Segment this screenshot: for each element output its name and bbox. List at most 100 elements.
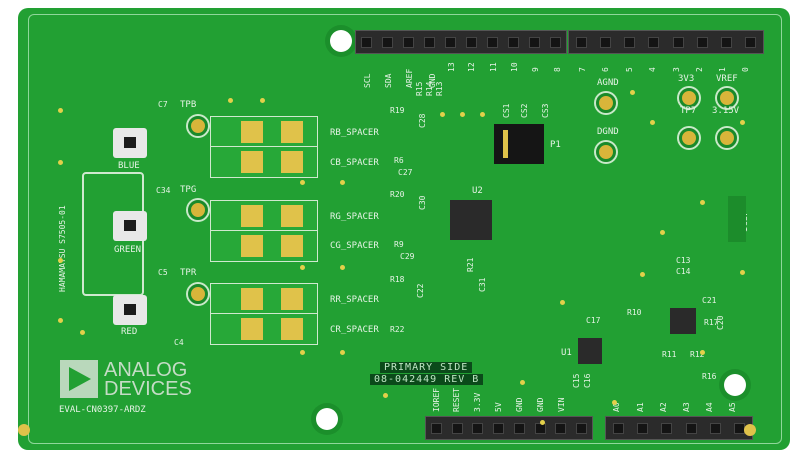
header-pin[interactable] xyxy=(445,36,456,48)
header-pin[interactable] xyxy=(576,422,588,434)
header-label: 10 xyxy=(510,62,519,72)
header-label: 6 xyxy=(601,67,610,72)
header-label: 12 xyxy=(467,62,476,72)
header-label: A1 xyxy=(636,402,645,412)
spacer-pad xyxy=(241,288,263,310)
header-pin[interactable] xyxy=(493,422,505,434)
header-pin[interactable] xyxy=(430,422,442,434)
digital-header-high[interactable] xyxy=(355,30,567,54)
header-label: 4 xyxy=(648,67,657,72)
header-pin[interactable] xyxy=(513,422,525,434)
green-photodiode xyxy=(113,211,147,241)
refdes-label: R11 xyxy=(662,350,677,359)
testpoint-tp7[interactable] xyxy=(679,128,699,148)
spacer-footprint xyxy=(210,230,318,262)
dgnd-label: DGND xyxy=(597,127,619,137)
3v3-label: 3V3 xyxy=(678,74,695,84)
via xyxy=(540,420,545,425)
header-label: 13 xyxy=(447,62,456,72)
refdes-label: C22 xyxy=(416,283,425,298)
header-pin[interactable] xyxy=(424,36,435,48)
header-pin[interactable] xyxy=(487,36,498,48)
refdes-label: R14 xyxy=(425,81,434,96)
testpoint-3-15v[interactable] xyxy=(717,128,737,148)
header-pin[interactable] xyxy=(745,36,757,48)
header-pin[interactable] xyxy=(636,422,648,434)
testpoint-agnd[interactable] xyxy=(596,93,616,113)
u2-adc-chip xyxy=(450,200,492,240)
testpoint-tpb[interactable] xyxy=(188,116,208,136)
header-pin[interactable] xyxy=(672,36,684,48)
header-label: 7 xyxy=(578,67,587,72)
spacer-footprint xyxy=(210,146,318,178)
blue-label: BLUE xyxy=(118,161,140,171)
spacer-pad xyxy=(281,318,303,340)
mounting-hole xyxy=(316,408,338,430)
header-pin[interactable] xyxy=(466,36,477,48)
header-pin[interactable] xyxy=(709,422,721,434)
header-label: 8 xyxy=(553,67,562,72)
header-pin[interactable] xyxy=(472,422,484,434)
via xyxy=(260,98,265,103)
header-pin[interactable] xyxy=(612,422,624,434)
spacer-pad xyxy=(281,151,303,173)
tpb-label: TPB xyxy=(180,100,197,110)
icsp-header[interactable] xyxy=(728,196,746,242)
refdes-label: C5 xyxy=(158,268,168,277)
via xyxy=(480,112,485,117)
p1-label: P1 xyxy=(550,140,561,150)
header-label: A3 xyxy=(682,402,691,412)
analog-header[interactable] xyxy=(605,416,753,440)
refdes-label: R20 xyxy=(390,190,405,199)
via xyxy=(340,265,345,270)
header-pin[interactable] xyxy=(661,422,673,434)
refdes-label: C16 xyxy=(583,373,592,388)
header-pin[interactable] xyxy=(382,36,393,48)
refdes-label: C27 xyxy=(398,168,413,177)
testpoint-3v3[interactable] xyxy=(679,88,699,108)
header-pin[interactable] xyxy=(361,36,372,48)
refdes-label: R10 xyxy=(627,308,642,317)
header-pin[interactable] xyxy=(685,422,697,434)
header-pin[interactable] xyxy=(555,422,567,434)
header-pin[interactable] xyxy=(575,36,587,48)
refdes-label: C21 xyxy=(702,296,717,305)
header-pin[interactable] xyxy=(403,36,414,48)
header-pin[interactable] xyxy=(508,36,519,48)
header-pin[interactable] xyxy=(648,36,660,48)
p1-jumper-block[interactable] xyxy=(494,124,544,164)
regulator-chip xyxy=(670,308,696,334)
header-pin[interactable] xyxy=(599,36,611,48)
refdes-label: C4 xyxy=(174,338,184,347)
header-label: A5 xyxy=(728,402,737,412)
header-pin[interactable] xyxy=(696,36,708,48)
testpoint-tpg[interactable] xyxy=(188,200,208,220)
spacer-pad xyxy=(241,121,263,143)
power-header[interactable] xyxy=(425,416,593,440)
testpoint-tpr[interactable] xyxy=(188,284,208,304)
header-label: 5 xyxy=(625,67,634,72)
header-pin[interactable] xyxy=(721,36,733,48)
rr-spacer-label: RR_SPACER xyxy=(330,295,379,305)
header-pin[interactable] xyxy=(550,36,561,48)
via xyxy=(300,180,305,185)
refdes-label: CS1 xyxy=(502,103,511,118)
spacer-pad xyxy=(281,205,303,227)
cb-spacer-label: CB_SPACER xyxy=(330,158,379,168)
via xyxy=(58,108,63,113)
refdes-label: C30 xyxy=(418,195,427,210)
header-pin[interactable] xyxy=(451,422,463,434)
vref-label: VREF xyxy=(716,74,738,84)
via xyxy=(520,380,525,385)
digital-header-low[interactable] xyxy=(568,30,764,54)
via xyxy=(700,200,705,205)
fiducial xyxy=(18,424,30,436)
jumper-shunt[interactable] xyxy=(503,130,508,158)
testpoint-dgnd[interactable] xyxy=(596,142,616,162)
header-pin[interactable] xyxy=(624,36,636,48)
header-pin[interactable] xyxy=(529,36,540,48)
header-label: 0 xyxy=(741,67,750,72)
header-label: 2 xyxy=(695,67,704,72)
via xyxy=(740,120,745,125)
testpoint-vref[interactable] xyxy=(717,88,737,108)
